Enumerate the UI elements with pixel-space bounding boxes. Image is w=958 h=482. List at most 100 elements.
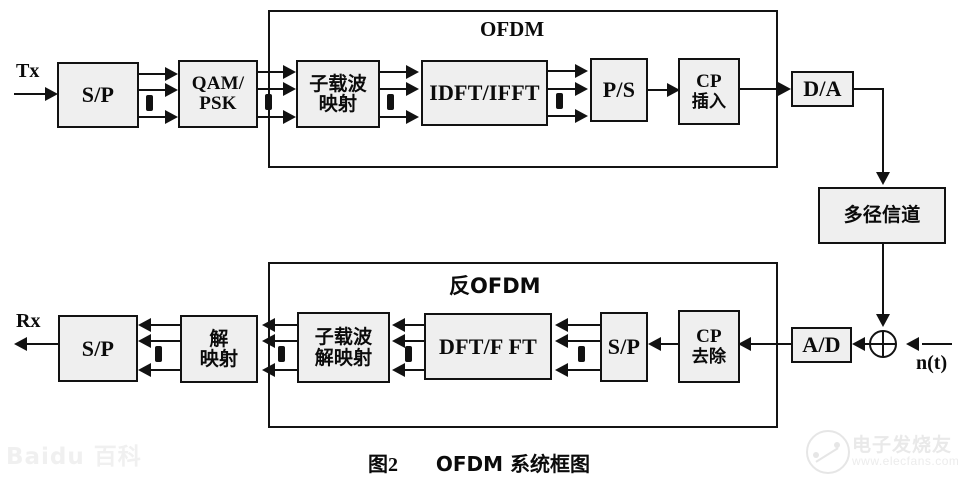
ellipsis-subdemap-demap xyxy=(278,346,285,362)
arrowhead-sp-qam-3 xyxy=(165,110,178,124)
arrowhead-subdemap-demap-3 xyxy=(262,363,275,377)
arrowhead-demap-rxsp-1 xyxy=(138,318,151,332)
group-label-ofdm: OFDM xyxy=(480,17,545,41)
wire-qam-submap-3 xyxy=(258,116,289,118)
block-label-line2: 去除 xyxy=(691,346,727,367)
ellipsis-sp-qam xyxy=(146,95,153,111)
wire-sp-dft-1 xyxy=(566,324,600,326)
group-label-inverse-ofdm: 反OFDM xyxy=(449,274,541,298)
block-qam-psk-modulator: QAM/ PSK xyxy=(178,60,258,128)
block-label-line2: 映射 xyxy=(318,93,358,115)
block-label-line1: QAM/ xyxy=(191,72,245,94)
block-label-line1: 解 xyxy=(209,327,229,350)
arrowhead-idft-ps-1 xyxy=(575,64,588,78)
block-multipath-channel: 多径信道 xyxy=(818,187,946,244)
wire-sp-dft-3 xyxy=(566,369,600,371)
arrowhead-sp-dft-1 xyxy=(555,318,568,332)
block-label-line1: CP xyxy=(696,71,722,93)
ellipsis-demap-rxsp xyxy=(155,346,162,362)
block-analog-to-digital: A/D xyxy=(791,327,852,363)
block-label: S/P xyxy=(607,334,641,360)
wire-submap-idft-1 xyxy=(380,71,412,73)
wire-subdemap-demap-3 xyxy=(272,369,297,371)
block-demapping: 解 映射 xyxy=(180,315,258,383)
arrowhead-channel-input xyxy=(876,172,890,185)
figure-caption-number: 图2 xyxy=(367,454,398,476)
block-tx-parallel-to-serial: P/S xyxy=(590,58,648,122)
arrowhead-submap-idft-2 xyxy=(406,82,419,96)
wire-tx-input xyxy=(14,93,48,95)
wire-sp-qam-3 xyxy=(139,116,171,118)
block-label: S/P xyxy=(81,82,115,108)
wire-demap-rxsp-2 xyxy=(148,340,180,342)
block-label: D/A xyxy=(803,76,842,102)
wire-cpremove-sp xyxy=(655,343,678,345)
arrowhead-dft-subdemap-3 xyxy=(392,363,405,377)
arrowhead-sp-dft-3 xyxy=(555,363,568,377)
block-label-line2: PSK xyxy=(199,93,237,114)
arrowhead-qam-submap-2 xyxy=(283,82,296,96)
arrowhead-demap-rxsp-2 xyxy=(138,334,151,348)
wire-submap-idft-2 xyxy=(380,88,412,90)
watermark-elecfans-url: www.elecfans.com xyxy=(852,454,958,468)
block-rx-parallel-to-serial: S/P xyxy=(58,315,138,382)
arrowhead-cpinsert-dac xyxy=(778,82,791,96)
arrowhead-rx-output xyxy=(14,337,27,351)
ellipsis-submap-idft xyxy=(387,94,394,110)
block-rx-serial-to-parallel: S/P xyxy=(600,312,648,382)
wire-qam-submap-2 xyxy=(258,88,289,90)
ellipsis-dft-subdemap xyxy=(405,346,412,362)
wire-qam-submap-1 xyxy=(258,71,289,73)
watermark-elecfans: 电子发烧友 www.elecfans.com xyxy=(806,424,958,476)
block-label: P/S xyxy=(602,77,636,103)
arrowhead-idft-ps-3 xyxy=(575,109,588,123)
arrowhead-demap-rxsp-3 xyxy=(138,363,151,377)
wire-idft-ps-2 xyxy=(548,88,581,90)
label-noise: n(t) xyxy=(916,352,948,374)
block-idft-ifft: IDFT/IFFT xyxy=(421,60,548,126)
block-label: A/D xyxy=(802,332,841,358)
block-subcarrier-mapping: 子载波 映射 xyxy=(296,60,380,128)
block-digital-to-analog: D/A xyxy=(791,71,854,107)
arrowhead-subdemap-demap-1 xyxy=(262,318,275,332)
arrowhead-noise-input xyxy=(906,337,919,351)
block-label-line2: 映射 xyxy=(199,348,239,370)
block-label-line1: 子载波 xyxy=(314,326,373,349)
arrowhead-qam-submap-1 xyxy=(283,65,296,79)
arrowhead-sp-qam-2 xyxy=(165,83,178,97)
block-cp-removal: CP 去除 xyxy=(678,310,740,383)
wire-channel-to-adder xyxy=(882,244,884,316)
arrowhead-tx-input xyxy=(45,87,58,101)
wire-cpinsert-dac xyxy=(740,88,784,90)
block-label: S/P xyxy=(81,335,115,361)
wire-sp-dft-2 xyxy=(566,340,600,342)
wire-submap-idft-3 xyxy=(380,116,412,118)
wire-noise-input xyxy=(922,343,952,345)
wire-dac-to-channel-h xyxy=(854,88,884,90)
block-label-line2: 解映射 xyxy=(314,346,373,369)
watermark-elecfans-name: 电子发烧友 xyxy=(852,434,953,456)
wire-sp-qam-1 xyxy=(139,73,171,75)
arrowhead-adder-input-top xyxy=(876,314,890,327)
arrowhead-submap-idft-1 xyxy=(406,65,419,79)
wire-ps-cpinsert xyxy=(648,89,673,91)
wire-subdemap-demap-2 xyxy=(272,340,297,342)
adder-cross-vertical xyxy=(882,331,884,357)
block-label-line1: 子载波 xyxy=(309,72,367,95)
block-tx-serial-to-parallel: S/P xyxy=(57,62,139,128)
block-label: IDFT/IFFT xyxy=(429,80,540,106)
wire-subdemap-demap-1 xyxy=(272,324,297,326)
arrowhead-idft-ps-2 xyxy=(575,82,588,96)
wire-sp-qam-2 xyxy=(139,89,171,91)
wire-demap-rxsp-1 xyxy=(148,324,180,326)
wire-dac-to-channel-v xyxy=(882,88,884,174)
wire-dft-subdemap-1 xyxy=(402,324,424,326)
block-label: DFT/F FT xyxy=(439,333,537,359)
ellipsis-qam-submap xyxy=(265,94,272,110)
label-tx: Tx xyxy=(16,60,40,82)
wire-adc-cpremove xyxy=(746,343,791,345)
elecfans-logo-icon xyxy=(806,430,850,474)
ellipsis-sp-dft xyxy=(578,346,585,362)
block-label-line1: CP xyxy=(696,326,722,348)
arrowhead-cpremove-input xyxy=(738,337,751,351)
